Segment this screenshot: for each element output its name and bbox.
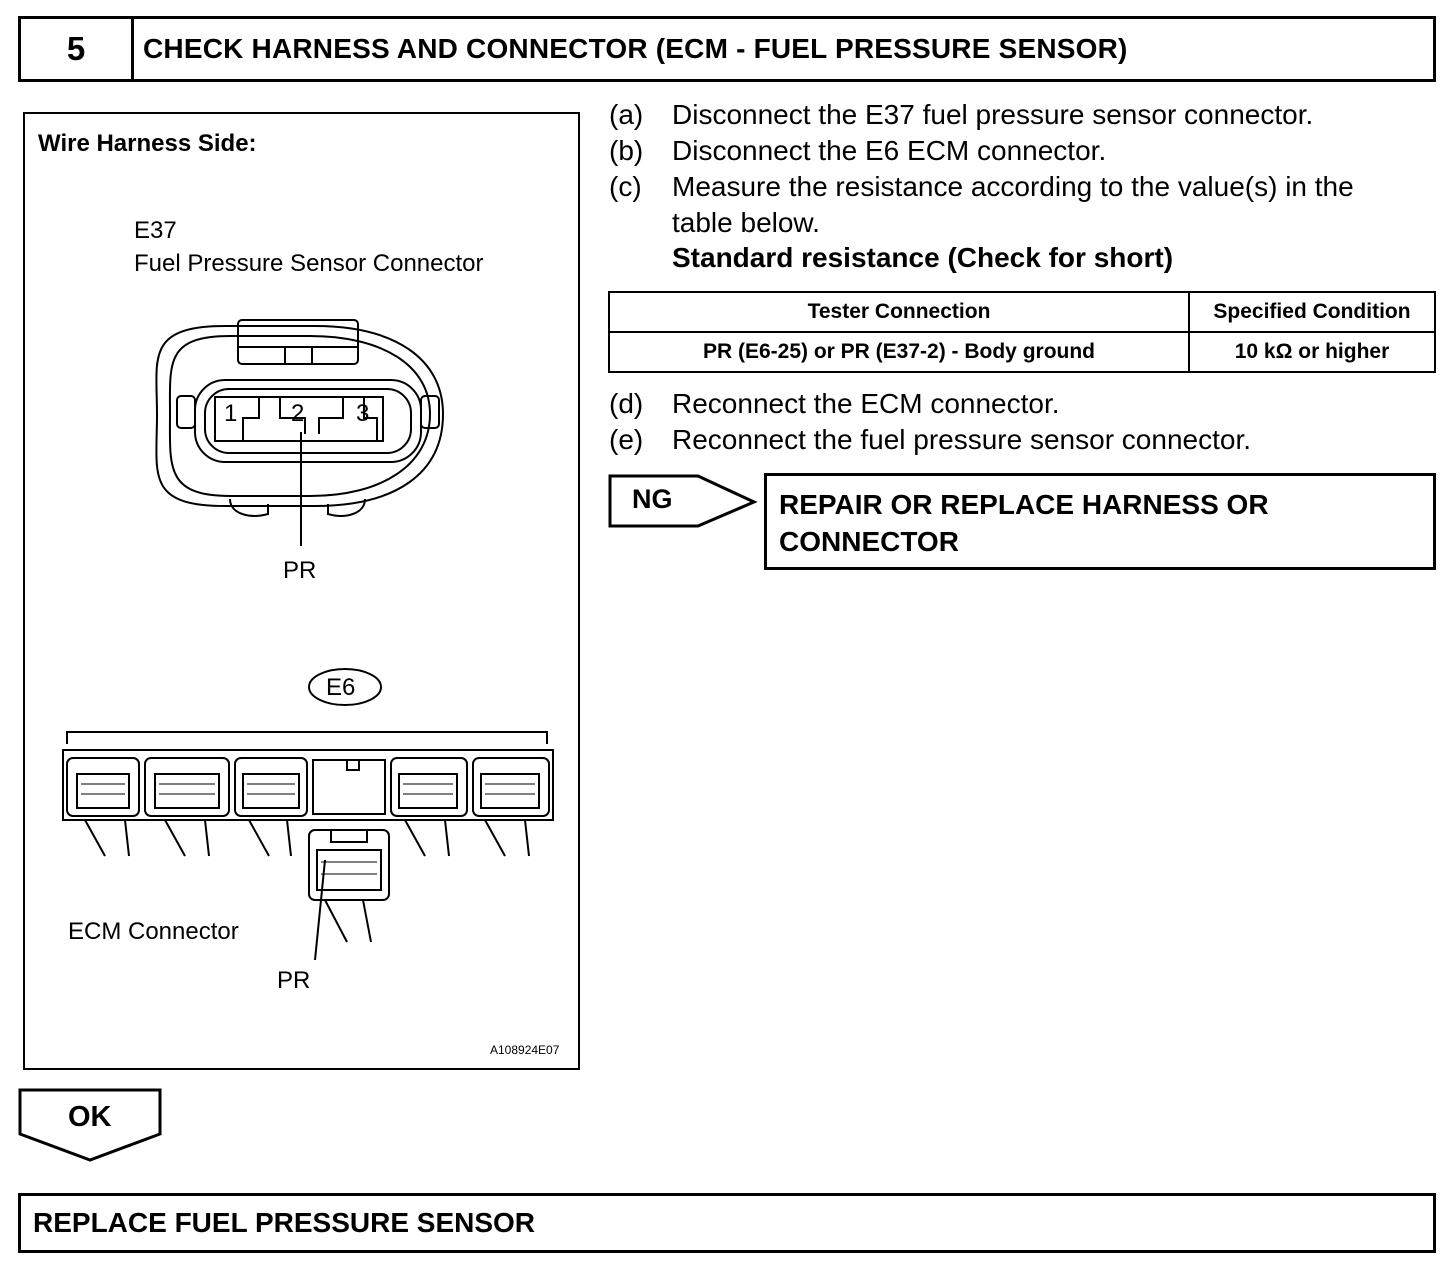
ecm-connector-id: E6	[326, 674, 356, 701]
step-a-text: Disconnect the E37 fuel pressure sensor …	[672, 99, 1314, 130]
standard-heading: Standard resistance (Check for short)	[672, 242, 1174, 273]
ng-arrow-shape	[608, 474, 758, 528]
step-e-label: (e)	[609, 424, 644, 455]
table-row: PR (E6-25) or PR (E37-2) - Body ground 1…	[608, 331, 1436, 373]
ng-result-line2: CONNECTOR	[779, 526, 959, 557]
ng-result-box: REPAIR OR REPLACE HARNESS OR CONNECTOR	[764, 473, 1436, 570]
step-d-text: Reconnect the ECM connector.	[672, 388, 1060, 419]
ecm-body	[62, 749, 554, 821]
step-e-text: Reconnect the fuel pressure sensor conne…	[672, 424, 1252, 455]
sensor-latch	[237, 319, 359, 365]
step-c-text: Measure the resistance according to the …	[672, 171, 1354, 202]
step-b-text: Disconnect the E6 ECM connector.	[672, 135, 1107, 166]
step-b-label: (b)	[609, 135, 644, 166]
step-title: CHECK HARNESS AND CONNECTOR (ECM - FUEL …	[143, 33, 1128, 64]
resistance-table: Tester Connection Specified Condition PR…	[608, 291, 1436, 373]
table-header-row: Tester Connection Specified Condition	[608, 291, 1436, 333]
ecm-connector-label: ECM Connector	[68, 918, 239, 945]
figure-heading: Wire Harness Side:	[38, 130, 257, 157]
step-d-label: (d)	[609, 388, 644, 419]
ok-arrow-shape	[18, 1088, 162, 1162]
sensor-pr-label: PR	[283, 557, 317, 584]
sensor-connector-name: Fuel Pressure Sensor Connector	[134, 250, 484, 277]
sensor-connector-outer-inner	[168, 335, 432, 497]
table-cell-condition: 10 kΩ or higher	[1188, 331, 1436, 373]
pin-2-label: 2	[291, 400, 305, 427]
sensor-pin-cavity	[214, 396, 384, 442]
ecm-id-oval	[308, 668, 382, 706]
final-action-box: REPLACE FUEL PRESSURE SENSOR	[18, 1193, 1436, 1253]
step-c-label: (c)	[609, 171, 642, 202]
table-cell-tester: PR (E6-25) or PR (E37-2) - Body ground	[608, 331, 1190, 373]
step-header: 5 CHECK HARNESS AND CONNECTOR (ECM - FUE…	[18, 16, 1436, 82]
step-number: 5	[21, 19, 134, 79]
step-c-text-line2: table below.	[672, 207, 820, 238]
ok-label: OK	[68, 1101, 112, 1133]
ng-result-line1: REPAIR OR REPLACE HARNESS OR	[779, 489, 1269, 520]
figure-code: A108924E07	[490, 1043, 560, 1057]
sensor-housing-inner	[204, 388, 412, 454]
step-a-label: (a)	[609, 99, 644, 130]
ecm-pr-label: PR	[277, 967, 311, 994]
sensor-connector-id: E37	[134, 217, 177, 244]
pin-1-label: 1	[224, 400, 238, 427]
table-header-tester: Tester Connection	[608, 291, 1190, 333]
sensor-connector-outer	[155, 325, 445, 507]
ecm-pr-leader	[314, 859, 326, 961]
connector-diagram	[62, 319, 554, 961]
ng-label: NG	[632, 484, 673, 514]
table-header-condition: Specified Condition	[1188, 291, 1436, 333]
pin-3-label: 3	[356, 400, 370, 427]
wiring-figure: Wire Harness Side: E37 Fuel Pressure Sen…	[23, 112, 580, 1070]
